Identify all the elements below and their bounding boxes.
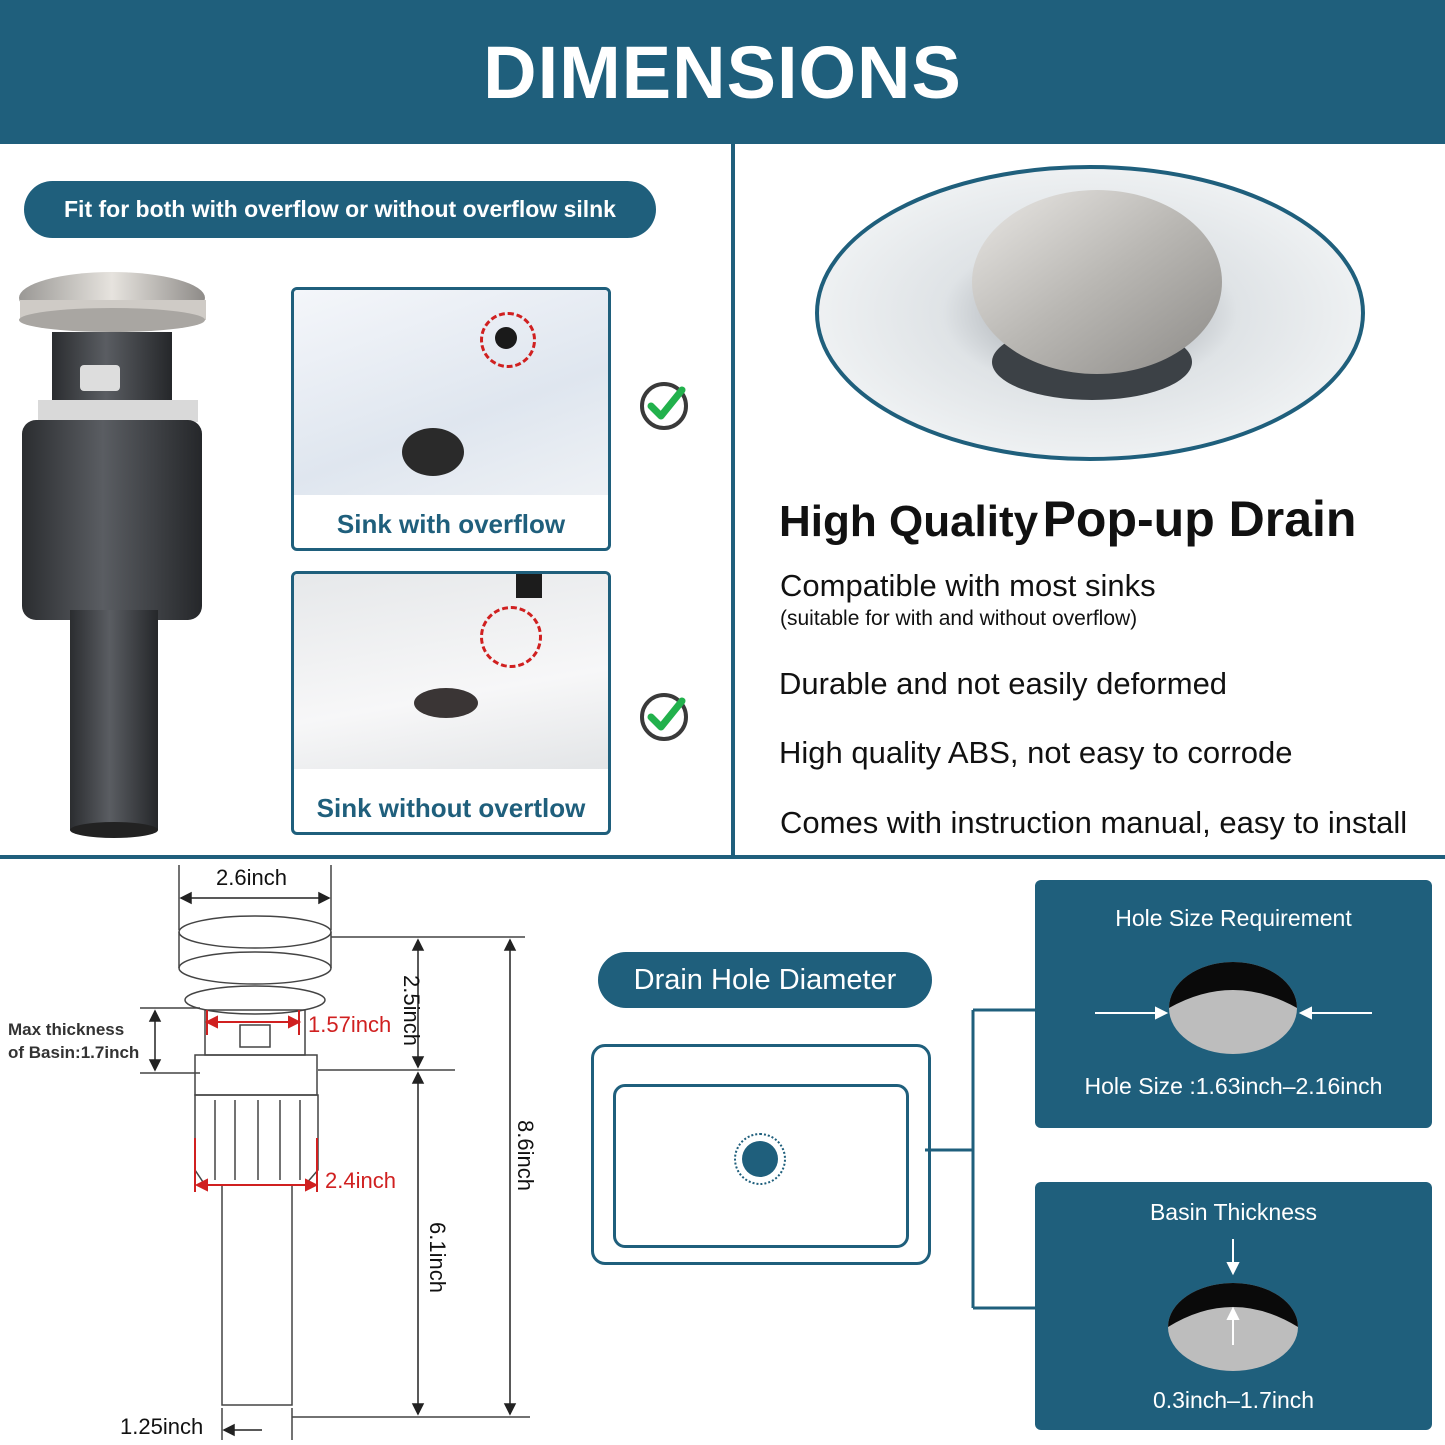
drain-water-photo: [815, 165, 1365, 461]
sink-with-overflow-card: Sink with overflow: [291, 287, 611, 551]
dimension-diagram: [140, 865, 530, 1440]
fit-both-text: Fit for both with overflow or without ov…: [64, 196, 616, 222]
feature-compatible-sub: (suitable for with and without overflow): [780, 607, 1138, 630]
basin-thickness-box: Basin Thickness 0.3inch–1.7inch: [1035, 1182, 1432, 1430]
thread-width-label: 1.57inch: [308, 1012, 392, 1037]
body-width-label: 2.4inch: [325, 1168, 396, 1193]
sink-outline-inner: [613, 1084, 909, 1248]
headline-part-b: Pop-up Drain: [1042, 491, 1357, 547]
hole-size-icon: [1095, 962, 1372, 1054]
connector-lines: [925, 1008, 1037, 1310]
header-banner: DIMENSIONS: [0, 0, 1445, 144]
feature-abs: High quality ABS, not easy to corrode: [779, 735, 1293, 770]
feature-compatible: Compatible with most sinks: [780, 568, 1156, 603]
popup-drain-illustration: [19, 272, 206, 838]
total-height-label: 8.6inch: [513, 1120, 538, 1191]
overflow-hole-missing: [480, 606, 542, 668]
cap-width-label: 2.6inch: [216, 865, 287, 890]
basin-thickness-label-2: of Basin:1.7inch: [8, 1043, 140, 1062]
top-height-label: 2.5inch: [399, 975, 424, 1046]
horizontal-divider: [0, 855, 1445, 859]
card2-caption: Sink without overtlow: [316, 793, 586, 823]
card1-caption: Sink with overflow: [336, 509, 566, 539]
headline: High Quality Pop-up Drain: [779, 490, 1356, 548]
basin-thickness-value: 0.3inch–1.7inch: [1152, 1387, 1315, 1413]
drain-cap-dark: [402, 428, 464, 476]
sink-without-overflow-card: Sink without overtlow: [291, 571, 611, 835]
pipe-width-label: 1.25inch: [120, 1414, 204, 1439]
check-icon: [640, 382, 688, 430]
drain-hole-text: Drain Hole Diameter: [633, 963, 897, 996]
sink-outline-outer: [591, 1044, 931, 1265]
drain-cap-dark: [414, 688, 478, 718]
overflow-hole: [480, 312, 536, 368]
hole-size-title: Hole Size Requirement: [1115, 905, 1352, 931]
sink-photo: [294, 574, 608, 769]
headline-part-a: High Quality: [779, 497, 1039, 546]
feature-manual: Comes with instruction manual, easy to i…: [780, 805, 1408, 840]
drain-hole-center: [742, 1141, 778, 1177]
overflow-hole-dot: [495, 327, 517, 349]
check-icon: [640, 693, 688, 741]
fit-both-pill: Fit for both with overflow or without ov…: [24, 181, 656, 238]
drain-hole-pill: Drain Hole Diameter: [598, 952, 932, 1008]
basin-thickness-title: Basin Thickness: [1149, 1199, 1318, 1225]
hole-size-box: Hole Size Requirement Hole Size :1.63inc…: [1035, 880, 1432, 1128]
hole-size-value: Hole Size :1.63inch–2.16inch: [1084, 1073, 1383, 1099]
basin-thickness-label-1: Max thickness: [8, 1020, 125, 1039]
vertical-divider: [731, 144, 735, 858]
page-title: DIMENSIONS: [483, 31, 962, 114]
bottom-height-label: 6.1inch: [425, 1222, 450, 1293]
basin-thickness-icon: [1168, 1239, 1298, 1371]
drain-hole-dot: [734, 1133, 786, 1185]
feature-durable: Durable and not easily deformed: [779, 666, 1228, 701]
faucet-shape: [516, 574, 542, 598]
